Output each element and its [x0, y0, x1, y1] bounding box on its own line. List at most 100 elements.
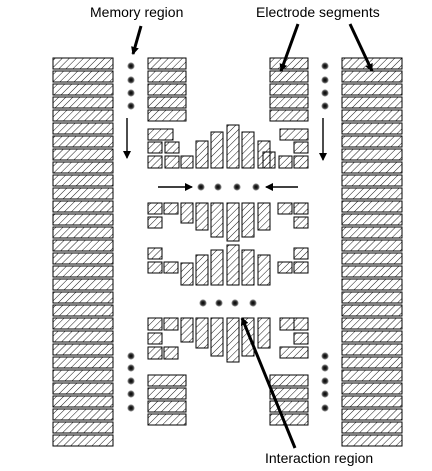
ion-memory-bottom-left [127, 404, 135, 412]
electrode-outer-left [52, 434, 114, 447]
electrode-outer-left [52, 356, 114, 369]
electrode-middle-right [293, 247, 309, 260]
electrode-middle-up-pyramid [257, 254, 271, 286]
electrode-inner-left-top [147, 57, 187, 70]
electrode-outer-right [341, 356, 403, 369]
electrode-upper-pyramid [226, 124, 240, 169]
electrode-outer-left [52, 96, 114, 109]
electrode-inner-right-bottom [269, 400, 309, 413]
electrode-middle-down-pyramid [180, 202, 194, 224]
ion-memory-bottom-left [127, 364, 135, 372]
electrode-inner-right-top [269, 83, 309, 96]
electrode-left-lower-comb [147, 317, 163, 331]
electrode-outer-right [341, 83, 403, 96]
electrode-upper-pyramid [195, 140, 209, 169]
electrode-lower-pyramid [257, 317, 271, 349]
electrode-outer-right [341, 57, 403, 70]
electrode-inner-left-bottom [147, 413, 187, 426]
electrode-lower-pyramid [210, 317, 224, 357]
ion-memory-top-left [127, 62, 135, 70]
electrode-outer-right [341, 96, 403, 109]
electrode-upper-pyramid [180, 155, 194, 169]
electrode-outer-right [341, 382, 403, 395]
electrode-inner-right-top [269, 96, 309, 109]
electrode-outer-left [52, 330, 114, 343]
electrode-upper-pyramid [241, 131, 255, 169]
memory-arrow [131, 25, 143, 55]
ion-memory-bottom-left [127, 352, 135, 360]
electrode-outer-left [52, 421, 114, 434]
electrode-outer-right [341, 421, 403, 434]
electrode-outer-right [341, 187, 403, 200]
electrode-outer-right [341, 434, 403, 447]
electrode-right-comb [278, 155, 293, 169]
ion-memory-bottom-left [127, 377, 135, 385]
electrode-left-lower-comb [147, 346, 163, 360]
electrode-middle-right [293, 261, 309, 274]
electrode-outer-left [52, 278, 114, 291]
electrode-middle-up-pyramid [180, 262, 194, 286]
ion-transport [252, 183, 260, 191]
electrode-outer-left [52, 317, 114, 330]
ion-interaction [249, 299, 257, 307]
electrode-outer-right [341, 174, 403, 187]
electrode-right-lower-comb [293, 317, 309, 331]
electrode-segments-label: Electrode segments [256, 4, 380, 20]
electrode-outer-left [52, 109, 114, 122]
electrode-left-lower-comb [147, 332, 163, 345]
electrode-outer-right [341, 291, 403, 304]
electrode-middle-left [147, 202, 163, 215]
electrode-outer-left [52, 148, 114, 161]
electrode-outer-left [52, 161, 114, 174]
electrode-outer-right [341, 122, 403, 135]
electrode-right-lower-comb [279, 317, 295, 331]
ion-memory-bottom-right [321, 404, 329, 412]
electrode-outer-right [341, 408, 403, 421]
ion-memory-top-left [127, 89, 135, 97]
electrode-outer-left [52, 304, 114, 317]
electrode-inner-left-bottom [147, 387, 187, 400]
electrode-middle-down-pyramid [241, 202, 255, 238]
electrode-inner-right-top [269, 57, 309, 70]
electrode-outer-right [341, 304, 403, 317]
electrode-left-lower-comb [163, 346, 179, 360]
ion-memory-top-left [127, 102, 135, 110]
electrode-lower-pyramid [195, 317, 209, 349]
electrode-lower-pyramid [226, 317, 240, 363]
electrode-outer-right [341, 252, 403, 265]
electrode-outer-right [341, 395, 403, 408]
electrode-segments [52, 57, 403, 447]
electrode-inner-right-top [269, 109, 309, 122]
ion-memory-bottom-right [321, 390, 329, 398]
electrode-outer-left [52, 239, 114, 252]
electrode-outer-left [52, 343, 114, 356]
electrode-inner-left-top [147, 70, 187, 83]
ion-transport [214, 183, 222, 191]
electrode-outer-left [52, 122, 114, 135]
ion-memory-bottom-right [321, 352, 329, 360]
ion-memory-top-right [321, 102, 329, 110]
electrode-outer-left [52, 57, 114, 70]
electrode-outer-right [341, 343, 403, 356]
electrode-right-comb [279, 128, 309, 141]
electrode-inner-right-bottom [269, 413, 309, 426]
electrode-inner-left-bottom [147, 374, 187, 387]
electrode-outer-right [341, 200, 403, 213]
ion-memory-top-right [321, 89, 329, 97]
electrode-outer-left [52, 213, 114, 226]
electrode-outer-left [52, 83, 114, 96]
electrode-outer-right [341, 70, 403, 83]
electrode-outer-left [52, 408, 114, 421]
electrode-outer-left [52, 369, 114, 382]
electrode-outer-right [341, 135, 403, 148]
electrode-outer-left [52, 200, 114, 213]
electrode-right-comb [293, 155, 309, 169]
electrode-outer-right [341, 317, 403, 330]
electrode-upper-pyramid [262, 151, 276, 169]
electrode-outer-left [52, 291, 114, 304]
electrode-inner-right-top [269, 70, 309, 83]
electrode-outer-right [341, 213, 403, 226]
electrode-left-comb [164, 155, 180, 169]
electrode-outer-left [52, 70, 114, 83]
electrode-left-comb [147, 141, 163, 154]
